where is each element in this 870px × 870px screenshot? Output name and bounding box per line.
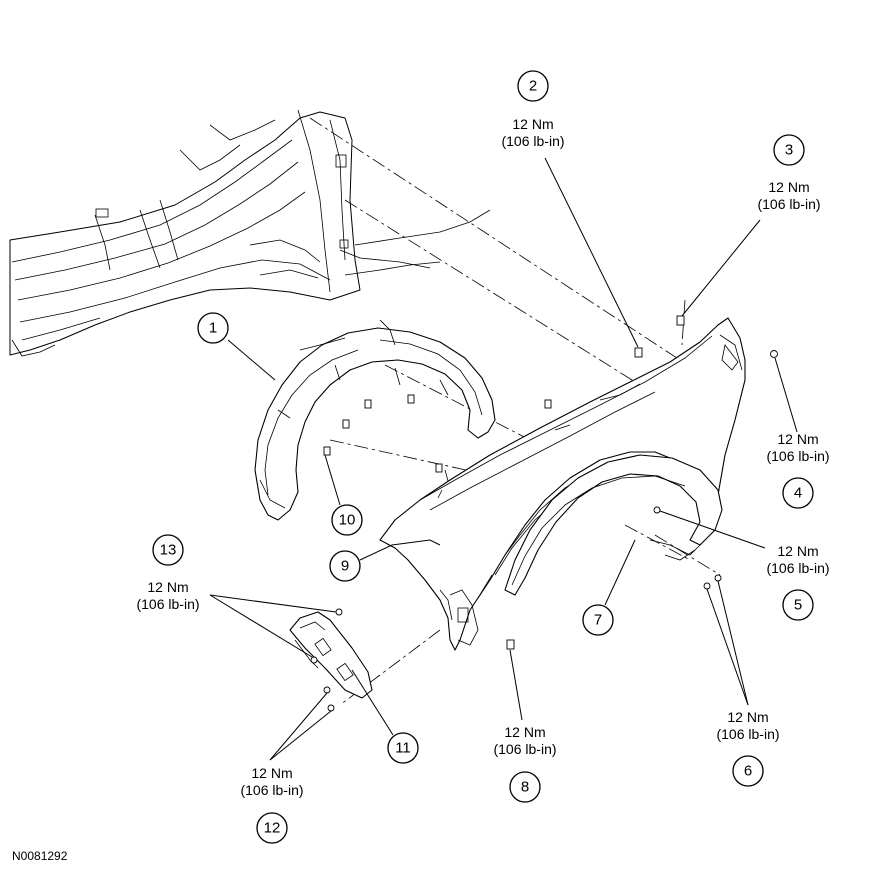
leader-13b: [209, 594, 313, 658]
svg-text:6: 6: [744, 763, 752, 780]
fasteners: [310, 315, 778, 712]
pushpin-10e: [407, 394, 415, 404]
fender-splash-shield: [254, 319, 496, 521]
callout-4: 12 Nm (106 lb-in) 4: [766, 431, 830, 509]
torque-label-4: 12 Nm: [777, 431, 818, 447]
leader-12b: [269, 710, 332, 761]
svg-text:2: 2: [529, 78, 537, 95]
svg-text:11: 11: [395, 740, 411, 757]
svg-text:4: 4: [794, 485, 802, 502]
svg-text:12: 12: [264, 820, 281, 837]
leader-9: [359, 539, 441, 561]
torque-imperial-label-2: (106 lb-in): [501, 133, 564, 149]
callout-12: 12 Nm (106 lb-in) 12: [240, 765, 304, 844]
svg-text:10: 10: [339, 512, 356, 529]
torque-label-13: 12 Nm: [147, 579, 188, 595]
torque-label-8: 12 Nm: [504, 724, 545, 740]
bolt-12b: [327, 704, 335, 712]
torque-label-12: 12 Nm: [251, 765, 292, 781]
bolt-6a: [703, 582, 711, 590]
callout-6: 12 Nm (106 lb-in) 6: [716, 709, 780, 787]
svg-text:13: 13: [160, 542, 177, 559]
leader-5: [659, 510, 766, 549]
callout-9: 9: [329, 550, 361, 582]
callout-13: 13 12 Nm (106 lb-in): [136, 534, 200, 612]
callout-7: 7: [582, 604, 614, 636]
bolt-5: [653, 506, 661, 514]
pushpin-10a: [342, 419, 350, 429]
bolt-13a: [335, 608, 343, 616]
bolt-2: [634, 347, 643, 358]
bolt-12a: [323, 686, 331, 694]
leader-lines: [209, 157, 798, 761]
leader-3: [681, 219, 761, 317]
svg-text:7: 7: [594, 612, 602, 629]
pushpin-10b: [323, 446, 331, 456]
callout-5: 12 Nm (106 lb-in) 5: [766, 543, 830, 621]
pushpin-10d: [435, 463, 443, 473]
leader-6b: [717, 580, 749, 706]
leader-8: [509, 649, 523, 721]
wheel-opening-molding: [504, 454, 723, 596]
torque-imperial-label-3: (106 lb-in): [757, 196, 820, 212]
torque-imperial-label-4: (106 lb-in): [766, 448, 829, 464]
callout-11: 11: [387, 732, 419, 764]
torque-label-2: 12 Nm: [512, 116, 553, 132]
leader-12a: [269, 692, 328, 761]
torque-imperial-label-12: (106 lb-in): [240, 782, 303, 798]
callout-3: 3 12 Nm (106 lb-in): [757, 134, 821, 212]
leader-10: [324, 454, 341, 506]
bolt-6b: [714, 574, 722, 582]
svg-text:8: 8: [521, 779, 529, 796]
torque-label-6: 12 Nm: [727, 709, 768, 725]
body-frame-apron: [9, 109, 491, 357]
bolt-3: [676, 315, 685, 326]
leader-2: [544, 157, 639, 348]
svg-text:1: 1: [209, 320, 217, 337]
bolt-4: [770, 350, 778, 358]
fender-bracket: [289, 611, 373, 699]
callout-1: 1: [197, 312, 229, 344]
callout-2: 2 12 Nm (106 lb-in): [501, 70, 565, 149]
svg-text:5: 5: [794, 597, 802, 614]
svg-text:3: 3: [785, 142, 793, 159]
torque-imperial-label-5: (106 lb-in): [766, 560, 829, 576]
leader-11: [351, 669, 394, 736]
bolt-13b: [310, 656, 318, 664]
torque-imperial-label-8: (106 lb-in): [493, 741, 556, 757]
pushpin-10f: [364, 399, 372, 409]
callout-8: 12 Nm (106 lb-in) 8: [493, 724, 557, 803]
torque-label-3: 12 Nm: [768, 179, 809, 195]
svg-text:9: 9: [341, 558, 349, 575]
leader-7: [604, 539, 636, 606]
figure-code: N0081292: [12, 849, 68, 863]
leader-4: [774, 357, 798, 433]
torque-label-5: 12 Nm: [777, 543, 818, 559]
leader-6a: [706, 588, 749, 706]
torque-imperial-label-13: (106 lb-in): [136, 596, 199, 612]
leader-1: [227, 339, 276, 381]
pushpin-10c: [544, 399, 552, 409]
torque-imperial-label-6: (106 lb-in): [716, 726, 779, 742]
bolt-8: [506, 639, 515, 650]
callout-10: 10: [331, 504, 363, 536]
leader-13a: [209, 594, 337, 613]
